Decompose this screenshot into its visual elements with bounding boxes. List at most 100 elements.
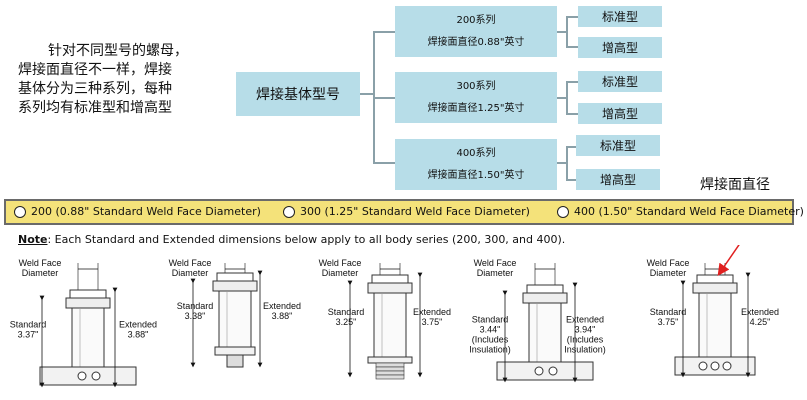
tree-connector [360, 93, 374, 95]
series-200-box: 200系列 焊接面直径0.88"英寸 [395, 6, 557, 57]
standard-label: Standard [177, 301, 214, 311]
series-desc: 焊接面直径0.88"英寸 [427, 36, 525, 48]
weld-face-callout: 焊接面直径 [700, 177, 770, 193]
weld-face-label: Diameter [22, 268, 59, 278]
option-400[interactable]: 400 (1.50" Standard Weld Face Diameter) [557, 205, 804, 218]
collar [522, 292, 568, 304]
series-desc: 焊接面直径1.25"英寸 [427, 102, 525, 114]
series-300-box: 300系列 焊接面直径1.25"英寸 [395, 72, 557, 123]
tree-connector [557, 162, 567, 164]
collar [212, 280, 258, 292]
standard-label: 3.37" [18, 330, 39, 340]
mount-hole [77, 371, 87, 381]
extended-label: Insulation) [564, 345, 606, 355]
dimension-note: Note: Each Standard and Extended dimensi… [18, 233, 565, 246]
option-label: 200 (0.88" Standard Weld Face Diameter) [31, 205, 261, 218]
tree-connector [566, 81, 578, 83]
weld-face-label: Weld Face [474, 258, 517, 268]
leaf-400-extended: 增高型 [576, 169, 660, 190]
series-name: 400系列 [456, 147, 496, 159]
thread-ring [375, 366, 405, 372]
top-flange [696, 274, 734, 284]
tree-connector [566, 179, 576, 181]
intro-text: 针对不同型号的螺母， 焊接面直径不一样，焊接 基体分为三种系列，每种 系列均有标… [18, 42, 223, 118]
radio-icon[interactable] [14, 205, 26, 218]
intro-line: 系列均有标准型和增高型 [18, 100, 172, 116]
standard-label: Insulation) [469, 345, 511, 355]
series-name: 300系列 [456, 80, 496, 92]
thread-ring [375, 370, 405, 376]
thread-ring [375, 362, 405, 368]
extended-label: Extended [566, 315, 604, 325]
weld-face-label: Weld Face [19, 258, 62, 268]
leaf-200-standard: 标准型 [578, 6, 662, 27]
mount-hole [534, 366, 544, 376]
tree-connector [373, 162, 395, 164]
weld-face-label: Diameter [172, 268, 209, 278]
series-desc: 焊接面直径1.50"英寸 [427, 169, 525, 181]
standard-label: Standard [10, 320, 47, 330]
extended-label: Extended [741, 307, 779, 317]
standard-label: 3.75" [658, 317, 679, 327]
tree-root: 焊接基体型号 [236, 72, 360, 116]
standard-label: Standard [650, 307, 687, 317]
extended-label: 3.88" [272, 311, 293, 321]
extended-label: 3.75" [422, 317, 443, 327]
series-option-bar: 200 (0.88" Standard Weld Face Diameter) … [4, 199, 804, 225]
top-flange [526, 284, 564, 294]
series-name: 200系列 [456, 14, 496, 26]
weld-face-label: Weld Face [319, 258, 362, 268]
top-flange [371, 274, 409, 284]
weld-face-label: Diameter [477, 268, 514, 278]
mount-hole [91, 371, 101, 381]
collar [692, 282, 738, 294]
standard-label: (Includes [472, 335, 509, 345]
tree-connector [557, 97, 567, 99]
weld-face-label: Weld Face [169, 258, 212, 268]
base-plate [39, 366, 137, 386]
tree-connector [373, 31, 395, 33]
leaf-300-standard: 标准型 [578, 71, 662, 92]
mount-hole [722, 361, 732, 371]
dimension-figures: Weld FaceDiameterStandard3.37"Extended3.… [10, 245, 779, 388]
standard-label: Standard [472, 315, 509, 325]
extended-label: Extended [119, 320, 157, 330]
body [528, 302, 562, 363]
body [373, 292, 407, 358]
thread-ring [375, 374, 405, 380]
tree-connector [373, 97, 395, 99]
body [698, 292, 732, 358]
leaf-200-extended: 增高型 [578, 37, 662, 58]
stud [226, 354, 244, 368]
tree-connector [566, 146, 576, 148]
callout-arrow [717, 245, 740, 276]
tree-connector [557, 31, 567, 33]
weld-face-label: Diameter [650, 268, 687, 278]
collar [65, 297, 111, 309]
mount-hole [698, 361, 708, 371]
note-label: Note [18, 233, 48, 246]
body [218, 290, 252, 348]
intro-line: 基体分为三种系列，每种 [18, 81, 172, 97]
top-flange [69, 289, 107, 299]
extended-label: 3.88" [128, 330, 149, 340]
collar [367, 282, 413, 294]
mount-hole [710, 361, 720, 371]
tree-connector [566, 16, 568, 47]
radio-icon[interactable] [557, 205, 569, 218]
radio-icon[interactable] [283, 205, 295, 218]
tree-connector [566, 81, 568, 114]
hex-base [214, 346, 256, 356]
intro-line: 焊接面直径不一样，焊接 [18, 62, 172, 78]
standard-label: 3.38" [185, 311, 206, 321]
option-200[interactable]: 200 (0.88" Standard Weld Face Diameter) [14, 205, 261, 218]
extended-label: Extended [413, 307, 451, 317]
option-300[interactable]: 300 (1.25" Standard Weld Face Diameter) [283, 205, 530, 218]
extended-label: (Includes [567, 335, 604, 345]
extended-label: Extended [263, 301, 301, 311]
tree-connector [566, 146, 568, 180]
body [71, 307, 105, 368]
series-400-box: 400系列 焊接面直径1.50"英寸 [395, 139, 557, 190]
intro-line: 针对不同型号的螺母， [48, 43, 188, 59]
standard-label: 3.25" [336, 317, 357, 327]
